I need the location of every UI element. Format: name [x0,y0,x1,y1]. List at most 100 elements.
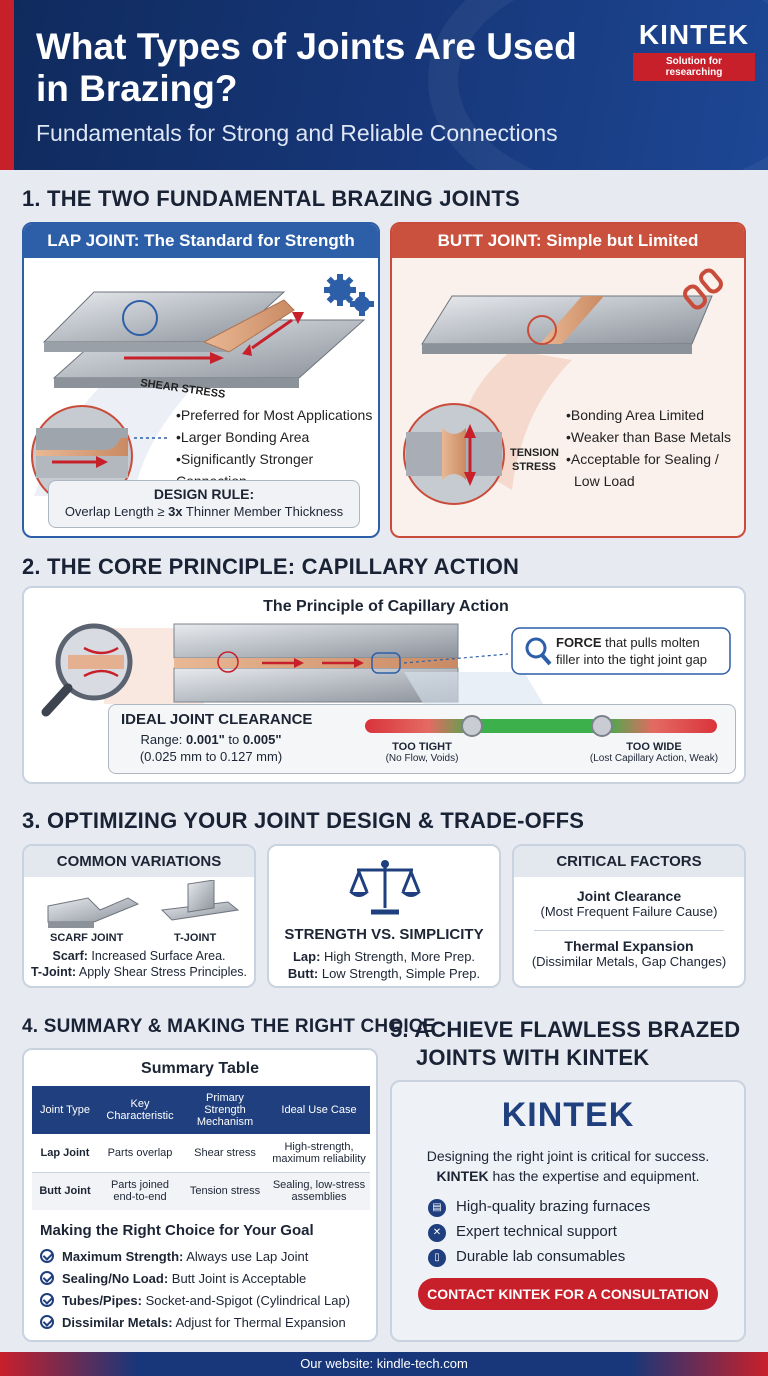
balance-scale-icon [349,860,421,915]
column-header: Ideal Use Case [281,1104,357,1116]
choice-text: Always use Lap Joint [183,1249,309,1264]
column-header: Primary Strength Mechanism [196,1092,254,1128]
table-cell: High-strength, maximum reliability [272,1140,366,1165]
tradeoff-notes: Lap: High Strength, More Prep. Butt: Low… [269,948,499,982]
promo-text: Designing the right joint is critical fo… [392,1146,744,1186]
lap-joint-benefits: Preferred for Most Applications Larger B… [176,404,378,492]
section-4-heading: 4. SUMMARY & MAKING THE RIGHT CHOICE [22,1016,436,1037]
furnace-icon: ▤ [428,1199,446,1217]
tjoint-keyword: T-Joint: [30,965,77,979]
tradeoff-title: STRENGTH VS. SIMPLICITY [284,926,484,943]
too-wide-note: (Lost Capillary Action, Weak) [589,753,719,764]
check-circle-icon [40,1315,54,1329]
header-accent-bar [0,0,14,170]
variations-title: COMMON VARIATIONS [24,846,254,877]
service-label: Expert technical support [456,1223,617,1240]
gears-icon [324,274,374,316]
table-row: Butt Joint Parts joined end-to-end Tensi… [32,1172,370,1210]
clearance-gauge [365,719,717,733]
service-label: Durable lab consumables [456,1248,626,1265]
section-1-heading: 1. THE TWO FUNDAMENTAL BRAZING JOINTS [22,186,520,211]
range-low: 0.001" [186,732,225,747]
butt-joint-notes: Bonding Area Limited Weaker than Base Me… [566,404,731,492]
range-label: Range: [140,732,187,747]
column-header: Joint Type [40,1104,90,1116]
choice-item: Dissimilar Metals: Adjust for Thermal Ex… [40,1312,350,1334]
factor-title: Joint Clearance [576,888,682,904]
section-2-heading: 2. THE CORE PRINCIPLE: CAPILLARY ACTION [22,554,520,579]
summary-table: Joint Type Key Characteristic Primary St… [32,1086,370,1210]
choice-list: Maximum Strength: Always use Lap Joint S… [40,1246,350,1334]
choice-title: Making the Right Choice for Your Goal [40,1222,314,1239]
lap-joint-card: LAP JOINT: The Standard for Strength SHE… [22,222,380,538]
lap-bullet: Preferred for Most Applications [176,404,378,426]
gauge-min-marker [461,715,483,737]
scarf-keyword: Scarf: [52,949,88,963]
rule-multiplier: 3x [168,504,183,519]
lap-tradeoff: High Strength, More Prep. [320,949,476,964]
clearance-metric: (0.025 mm to 0.127 mm) [139,749,283,764]
summary-card: Summary Table Joint Type Key Characteris… [22,1048,378,1342]
choice-text: Butt Joint is Acceptable [168,1271,307,1286]
clipboard-icon: ▯ [428,1249,446,1267]
service-item: ▤ High-quality brazing furnaces [428,1194,650,1219]
contact-consultation-button[interactable]: CONTACT KINTEK FOR A CONSULTATION [418,1278,718,1310]
variations-notes: Scarf: Increased Surface Area. T-Joint: … [24,948,254,980]
check-circle-icon [40,1271,54,1285]
kintek-logo[interactable]: KINTEK Solution for researching [633,20,755,81]
choice-keyword: Dissimilar Metals: [62,1315,173,1330]
lap-joint-title: LAP JOINT: The Standard for Strength [24,224,378,258]
range-high: 0.005" [242,732,282,747]
section-3-heading: 3. OPTIMIZING YOUR JOINT DESIGN & TRADE-… [22,808,585,833]
broken-chain-icon [683,268,723,310]
scarf-text: Increased Surface Area. [87,949,226,963]
factor-note: (Dissimilar Metals, Gap Changes) [531,954,727,969]
butt-bullet: Weaker than Base Metals [566,426,731,448]
too-tight-note: (No Flow, Voids) [385,753,459,764]
logo-wordmark: KINTEK [638,19,750,50]
service-label: High-quality brazing furnaces [456,1198,651,1215]
design-rule-title: DESIGN RULE: [153,486,255,502]
force-description: FORCE that pulls molten filler into the … [556,634,707,668]
choice-text: Adjust for Thermal Expansion [172,1315,346,1330]
choice-keyword: Sealing/No Load: [62,1271,169,1286]
too-tight-label: TOO TIGHT [392,741,452,753]
lap-joint-illustration: SHEAR STRESS [31,274,374,507]
kintek-promo-card: KINTEK Designing the right joint is crit… [390,1080,746,1342]
rule-text-part: Thinner Member Thickness [182,504,344,519]
capillary-card: The Principle of Capillary Action FORCE … [22,586,746,784]
design-rule-box: DESIGN RULE: Overlap Length ≥ 3x Thinner… [48,480,360,528]
lap-bullet: Larger Bonding Area [176,426,378,448]
butt-bullet: Acceptable for Sealing / [566,448,731,470]
scarf-joint-label: SCARF JOINT [50,932,124,944]
variations-card: COMMON VARIATIONS SCARF JOINT T-JOINT Sc… [22,844,256,988]
table-cell: Parts joined end-to-end [110,1179,170,1204]
clearance-title: IDEAL JOINT CLEARANCE [121,711,313,728]
table-cell: Tension stress [189,1185,261,1198]
promo-brand: KINTEK [436,1168,489,1184]
too-tight-zone: TOO TIGHT (No Flow, Voids) [367,741,477,764]
summary-table-title: Summary Table [141,1060,259,1077]
page-subtitle: Fundamentals for Strong and Reliable Con… [36,120,558,146]
tradeoff-card: STRENGTH VS. SIMPLICITY Lap: High Streng… [267,844,501,988]
page-title: What Types of Joints Are Used in Brazing… [36,26,577,109]
logo-tagline: Solution for researching [633,53,755,81]
factor-note: (Most Frequent Failure Cause) [540,904,718,919]
butt-bullet-continued: Low Load [574,473,635,489]
capillary-diagram-title: The Principle of Capillary Action [263,598,509,615]
too-wide-zone: TOO WIDE (Lost Capillary Action, Weak) [575,741,733,764]
tension-label-line1: TENSION [510,447,559,459]
too-wide-label: TOO WIDE [626,741,682,753]
column-header: Key Characteristic [106,1098,174,1122]
choice-text: Socket-and-Spigot (Cylindrical Lap) [141,1293,351,1308]
butt-joint-illustration: TENSION STRESS [403,268,723,505]
butt-joint-card: BUTT JOINT: Simple but Limited TENSION S… [390,222,746,538]
check-circle-icon [40,1293,54,1307]
rule-text-part: Overlap Length ≥ [64,504,169,519]
promo-line2: has the expertise and equipment. [488,1168,700,1184]
force-text: that pulls molten [601,635,700,650]
footer-website[interactable]: Our website: kindle-tech.com [0,1352,768,1376]
design-rule-text: Overlap Length ≥ 3x Thinner Member Thick… [49,504,359,519]
choice-item: Maximum Strength: Always use Lap Joint [40,1246,350,1268]
critical-factors-title: CRITICAL FACTORS [514,846,744,877]
